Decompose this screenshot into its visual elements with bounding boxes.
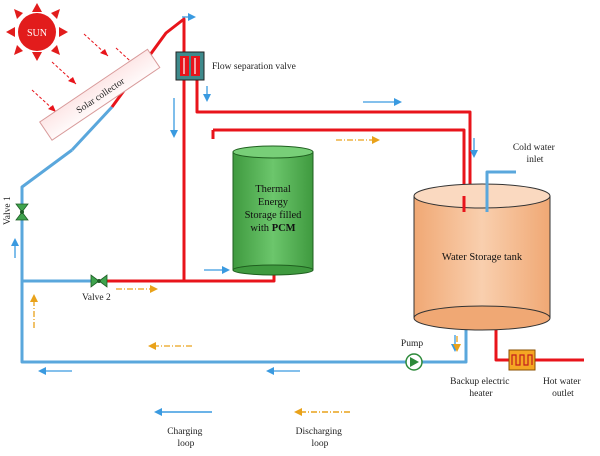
- thermal-energy-storage: Thermal Energy Storage filled with PCM: [232, 145, 314, 276]
- sun-label: SUN: [27, 28, 47, 39]
- valve-1-icon: [15, 203, 29, 221]
- svg-text:Thermal: Thermal: [255, 184, 291, 195]
- water-storage-tank: Water Storage tank: [413, 183, 551, 331]
- tes-label-line2: Energy: [258, 197, 289, 208]
- svg-text:Energy: Energy: [258, 197, 289, 208]
- tank-label: Water Storage tank: [442, 252, 523, 263]
- legend: Charging loop Discharging loop: [154, 408, 350, 449]
- svg-text:with PCM: with PCM: [250, 223, 295, 234]
- hot-water-outlet-label: Hot water outlet: [543, 377, 583, 399]
- tes-label-line4-bold: PCM: [272, 223, 296, 234]
- svg-text:Storage filled: Storage filled: [245, 210, 303, 221]
- backup-heater-icon: [508, 349, 536, 371]
- legend-charging-label: Charging loop: [167, 427, 205, 449]
- tes-label-line1: Thermal: [255, 184, 291, 195]
- backup-heater-label: Backup electric heater: [450, 377, 512, 399]
- valve-1-label: Valve 1: [3, 196, 13, 225]
- tes-label-line3: Storage filled: [245, 210, 303, 221]
- valve-2-icon: [90, 274, 108, 288]
- valve-2-label: Valve 2: [82, 293, 111, 303]
- flow-separation-valve-label: Flow separation valve: [212, 62, 296, 72]
- sun-icon: SUN: [6, 3, 68, 61]
- legend-discharging-label: Discharging loop: [296, 427, 345, 449]
- flow-separation-valve: [175, 51, 205, 81]
- discharging-arrows: [30, 136, 461, 352]
- cold-water-inlet-label: Cold water inlet: [513, 143, 557, 165]
- tes-label-line4-prefix: with: [250, 223, 269, 234]
- solar-collector: Solar collector: [39, 48, 161, 141]
- pump-label: Pump: [401, 339, 423, 349]
- pump-icon: [405, 353, 423, 371]
